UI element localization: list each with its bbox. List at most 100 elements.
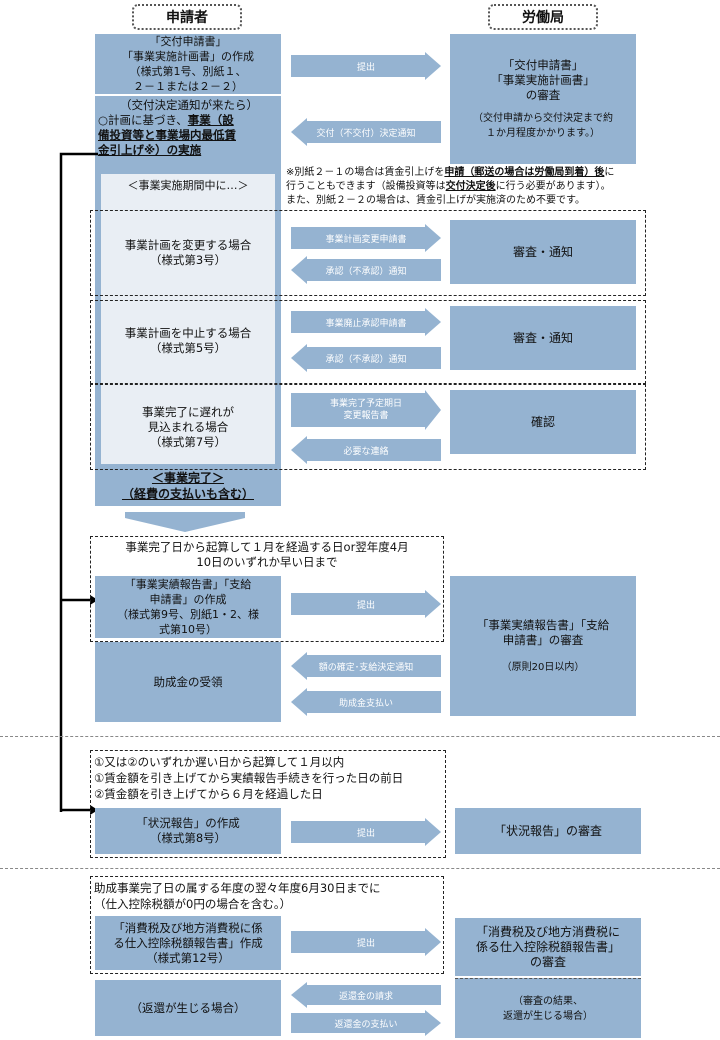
review-note: （原則20日以内） (501, 661, 585, 673)
text-line: 見込まれる場合 (147, 419, 229, 434)
text-line: （様式第5号） (149, 341, 227, 355)
tax-deadline-text: 助成事業完了日の属する年度の翌々年度6月30日までに （仕入控除税額が0円の場合… (94, 880, 444, 912)
text-line: （様式第8号） (149, 831, 227, 845)
completion-label: ＜事業完了＞ （経費の支払いも含む） (95, 470, 281, 502)
cancel-plan-group (90, 300, 646, 384)
text-line: ②賃金額を引き上げてから６月を経過した日 (94, 787, 323, 801)
change-request-arrow: 事業計画変更申請書 (291, 224, 441, 252)
refund-box: （返還が生じる場合） (95, 980, 281, 1036)
text-line: ○計画に基づき、事業（設 (98, 113, 280, 128)
text-line: ＜事業完了＞ (151, 471, 224, 485)
text-part: ○計画に基づき、 (98, 113, 188, 127)
text-line: （様式第9号、別紙1・2、様 (117, 608, 259, 621)
header-bureau: 労働局 (488, 4, 598, 30)
application-review-box: 「交付申請書」 「事業実施計画書」 の審査 （交付申請から交付決定まで約 １か月… (450, 34, 636, 164)
status-deadline-text: ①又は②のいずれか遅い日から起算して１月以内 ①賃金額を引き上げてから実績報告手… (94, 754, 444, 802)
receipt-box: 助成金の受領 (95, 642, 281, 722)
status-report-box: 「状況報告」の作成 （様式第8号） (95, 808, 281, 854)
text-line: ※別紙２－１の場合は賃金引上げを申請（郵送の場合は労働局到着）後に (286, 166, 716, 180)
text-line: （審査の結果、 (513, 995, 583, 1007)
status-deadline-group (90, 750, 446, 858)
section-separator (0, 736, 720, 737)
refund-result-box: （審査の結果、 返還が生じる場合） (455, 978, 641, 1038)
results-report-box: 「事業実績報告書」「支給 申請書」の作成 （様式第9号、別紙1・2、様 式第10… (95, 576, 281, 638)
cancel-review-box: 審査・通知 (450, 306, 636, 370)
refund-payment-arrow: 返還金の支払い (291, 1010, 441, 1036)
text-line: （様式第12号） (146, 950, 230, 965)
delay-report-arrow: 事業完了予定期日 変更報告書 (291, 390, 441, 430)
footnote: ※別紙２－１の場合は賃金引上げを申請（郵送の場合は労働局到着）後に 行うこともで… (286, 166, 716, 208)
cancel-approval-arrow: 承認（不承認）通知 (291, 344, 441, 372)
text-line: 申請書」の作成 (149, 593, 227, 606)
status-review-box: 「状況報告」の審査 (455, 808, 641, 854)
text-line: 助成事業完了日の属する年度の翌々年度6月30日までに (94, 881, 381, 895)
submit-arrow-3: 提出 (291, 590, 441, 618)
text-line: （経費の支払いも含む） (121, 487, 254, 501)
text-line: 備投資等と事業場内最低賃 (98, 128, 236, 142)
text-part: 事業（設 (187, 113, 234, 127)
review-note: １か月程度かかります。） (486, 127, 600, 139)
decision-notice-arrow: 交付（不交付）決定通知 (291, 118, 441, 146)
text-line: ①又は②のいずれか遅い日から起算して１月以内 (94, 755, 345, 769)
text-line: ①賃金額を引き上げてから実績報告手続きを行った日の前日 (94, 771, 404, 785)
text-part: ※別紙２－１の場合は賃金引上げを (286, 167, 445, 178)
delay-group (90, 384, 646, 470)
text-line: 申請書」の審査 (502, 632, 584, 647)
text-line: （仕入控除税額が0円の場合を含む。） (94, 897, 292, 911)
text-line: 事業計画を変更する場合 (124, 238, 252, 252)
report-deadline-text: 事業完了日から起算して１月を経過する日or翌年度4月 10日のいずれか早い日まで (92, 540, 442, 570)
text-line: 金引上げ※）の実施 (98, 143, 202, 157)
text-line: 事業完了日から起算して１月を経過する日or翌年度4月 (125, 540, 409, 554)
text-part: に行う必要があります）。 (495, 181, 611, 192)
submit-arrow-4: 提出 (291, 818, 441, 846)
text-line: 事業完了に遅れが (142, 404, 234, 419)
text-part: 申請（郵送の場合は労働局到着）後 (444, 167, 605, 178)
implementation-text: （交付決定通知が来たら） ○計画に基づき、事業（設 備投資等と事業場内最低賃 金… (98, 98, 280, 158)
payment-arrow: 助成金支払い (291, 688, 441, 716)
text-line: 事業完了予定期日 (329, 399, 402, 409)
text-line: 返還が生じる場合） (503, 1010, 593, 1022)
submit-arrow-5: 提出 (291, 928, 441, 956)
text-line: 係る仕入控除税額報告書」 (475, 939, 620, 954)
text-line: （交付決定通知が来たら） (120, 98, 258, 112)
results-review-box: 「事業実績報告書」「支給 申請書」の審査 （原則20日以内） (450, 576, 636, 716)
text-line: の審査 (529, 954, 566, 969)
section-separator (0, 868, 720, 869)
text-line: 10日のいずれか早い日まで (196, 555, 338, 569)
application-creation-box: 「交付申請書」 「事業実施計画書」の作成 （様式第1号、別紙１、 ２－１または２… (95, 34, 281, 94)
text-part: 行うこともできます（設備投資等は (286, 181, 446, 192)
text-line: 「事業実績報告書」「支給 (476, 617, 610, 632)
text-line: また、別紙２－２の場合は、賃金引上げが実施済のため不要です。 (286, 195, 585, 206)
text-line: （様式第3号） (149, 253, 227, 267)
delay-box: 事業完了に遅れが 見込まれる場合 （様式第7号） (101, 390, 275, 464)
tax-deadline-group (90, 876, 444, 974)
cancel-plan-box: 事業計画を中止する場合 （様式第5号） (101, 302, 275, 380)
cancel-request-arrow: 事業廃止承認申請書 (291, 308, 441, 336)
tax-review-box: 「消費税及び地方消費税に 係る仕入控除税額報告書」 の審査 (455, 918, 641, 976)
period-label: ＜事業実施期間中に…＞ (127, 179, 249, 192)
text-line: 「事業実績報告書」「支給 (124, 578, 252, 591)
change-review-box: 審査・通知 (450, 220, 636, 284)
text-line: 「消費税及び地方消費税に係 (113, 920, 263, 935)
change-plan-group (90, 210, 646, 296)
text-part: 交付決定後 (445, 181, 496, 192)
report-deadline-group (90, 536, 444, 642)
delay-contact-arrow: 必要な連絡 (291, 436, 441, 464)
text-line: ２－１または２－２） (133, 80, 243, 93)
text-line: 「消費税及び地方消費税に (475, 924, 620, 939)
flow-line (59, 152, 98, 815)
header-applicant: 申請者 (132, 4, 242, 30)
change-approval-arrow: 承認（不承認）通知 (291, 256, 441, 284)
down-arrow (125, 512, 245, 532)
tax-report-box: 「消費税及び地方消費税に係 る仕入控除税額報告書」作成 （様式第12号） (95, 916, 281, 970)
text-line: 変更報告書 (343, 411, 389, 421)
refund-claim-arrow: 返還金の請求 (291, 982, 441, 1008)
text-line: 「事業実施計画書」 (491, 72, 595, 87)
text-part: に (604, 167, 615, 178)
text-line: 「事業実施計画書」の作成 (122, 50, 254, 63)
delay-confirm-box: 確認 (450, 390, 636, 454)
text-line: 式第10号） (159, 623, 217, 636)
text-line: （様式第1号、別紙１、 (129, 65, 247, 78)
text-line: 事業計画を中止する場合 (124, 326, 252, 340)
text-line: 行うこともできます（設備投資等は交付決定後に行う必要があります）。 (286, 180, 716, 194)
